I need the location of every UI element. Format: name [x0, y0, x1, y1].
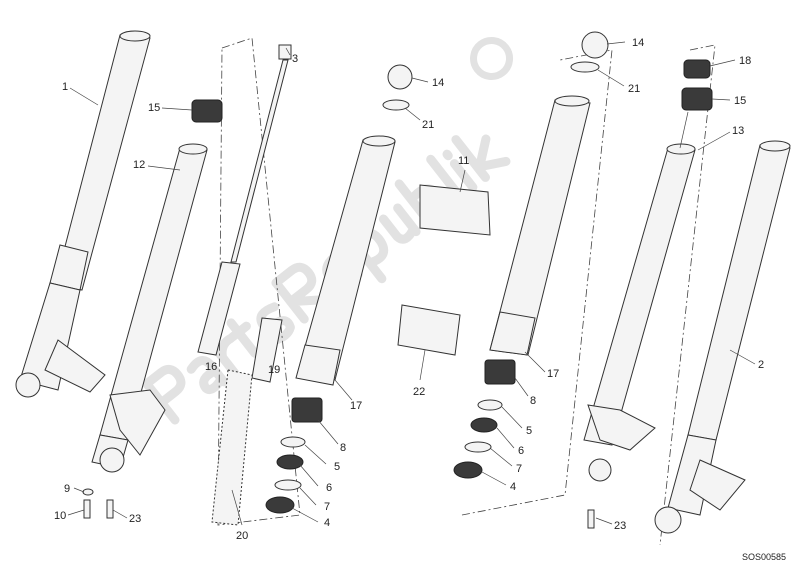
- callout-10: 10: [54, 510, 66, 522]
- callout-3: 3: [292, 53, 298, 65]
- damper-rod: [197, 44, 292, 526]
- leader-lines: [67, 41, 756, 526]
- callout-17: 17: [350, 400, 362, 412]
- callout-12: 12: [133, 159, 145, 171]
- callout-15-right: 15: [734, 95, 746, 107]
- fork-leg-center: [265, 64, 413, 514]
- watermark: [142, 36, 514, 425]
- callout-22: 22: [413, 386, 425, 398]
- callout-19: 19: [268, 364, 280, 376]
- callout-7: 7: [324, 501, 330, 513]
- callout-15: 15: [148, 102, 160, 114]
- fork-leg-mid-right: [453, 31, 609, 479]
- callout-14: 14: [432, 77, 444, 89]
- callout-21-right: 21: [628, 83, 640, 95]
- callout-14-right: 14: [632, 37, 644, 49]
- callout-6: 6: [326, 482, 332, 494]
- callout-23: 23: [129, 513, 141, 525]
- watermark-lettering: [142, 134, 511, 425]
- clamp-22: [397, 304, 461, 356]
- bolt-10: [83, 499, 91, 519]
- callout-2: 2: [758, 359, 764, 371]
- fork-leg-2: [654, 140, 791, 534]
- callout-1: 1: [62, 81, 68, 93]
- gear-icon: [470, 36, 514, 80]
- callout-8: 8: [340, 442, 346, 454]
- callout-13: 13: [732, 125, 744, 137]
- assembly-dash-left: [217, 37, 301, 526]
- callout-16: 16: [205, 361, 217, 373]
- callout-6-right: 6: [518, 445, 524, 457]
- callout-9: 9: [64, 483, 70, 495]
- fork-leg-12: [91, 143, 208, 473]
- callout-4: 4: [324, 517, 330, 529]
- callout-5-right: 5: [526, 425, 532, 437]
- callout-17-right: 17: [547, 368, 559, 380]
- callout-20: 20: [236, 530, 248, 542]
- callout-8-right: 8: [530, 395, 536, 407]
- fork-leg-1: [15, 30, 151, 398]
- clamp-11: [419, 184, 491, 236]
- drawing-code: SOS00585: [742, 552, 786, 562]
- callouts-right: 14 21 18 15 13 2 17 8 5 6 7 4 23: [510, 37, 764, 532]
- bolt-23-right: [587, 509, 595, 529]
- callout-7-right: 7: [516, 463, 522, 475]
- callouts-left: 1 15 12 3 16 19 14 21 11 22 17 8 5 6 7 4…: [54, 53, 469, 542]
- fork-leg-13: [583, 59, 713, 482]
- callout-23-right: 23: [614, 520, 626, 532]
- bolt-23-left: [106, 499, 114, 519]
- callout-18: 18: [739, 55, 751, 67]
- callout-21: 21: [422, 119, 434, 131]
- callout-5: 5: [334, 461, 340, 473]
- washer-9: [82, 488, 94, 496]
- callout-11: 11: [458, 155, 469, 167]
- callout-4-right: 4: [510, 481, 516, 493]
- part-15-left: [191, 99, 223, 123]
